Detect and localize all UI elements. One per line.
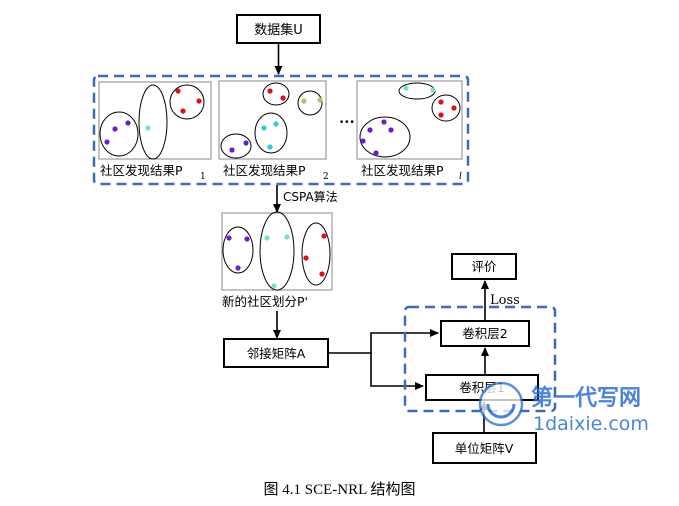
unit-matrix-label: 单位矩阵V <box>455 441 514 456</box>
conv-layer-2-node: 卷积层2 <box>440 320 530 347</box>
watermark-logo: 第一代写网 1daixie.com <box>478 381 649 435</box>
community-result-panel-2: 社区发现结果P 2 <box>218 80 329 182</box>
panel-1-label: 社区发现结果P <box>100 163 183 178</box>
panel-3-subscript: l <box>459 172 462 182</box>
dataset-label: 数据集U <box>254 22 303 38</box>
community-result-panel-3: 社区发现结果P l <box>356 80 463 182</box>
panel-2-label: 社区发现结果P <box>223 163 306 178</box>
community-results-group <box>92 74 470 186</box>
new-partition-panel <box>221 211 333 291</box>
evaluation-node: 评价 <box>451 253 517 280</box>
adjacency-label: 邻接矩阵A <box>247 346 306 361</box>
unit-matrix-node: 单位矩阵V <box>432 432 537 464</box>
community-result-panel-1: 社区发现结果P 1 <box>98 81 212 182</box>
dataset-node: 数据集U <box>236 14 321 44</box>
evaluation-label: 评价 <box>471 259 497 274</box>
panel-3-label: 社区发现结果P <box>361 163 444 178</box>
loss-label: Loss <box>490 293 520 308</box>
conv2-label: 卷积层2 <box>462 326 507 341</box>
watermark-url: 1daixie.com <box>533 413 649 435</box>
watermark-brand: 第一代写网 <box>531 385 641 411</box>
arrow-adjacency-to-conv2 <box>328 329 439 354</box>
panel-1-subscript: 1 <box>200 172 206 182</box>
arrow-adjacency-to-conv1 <box>370 353 424 390</box>
figure-caption: 图 4.1 SCE-NRL 结构图 <box>263 482 416 498</box>
adjacency-node: 邻接矩阵A <box>223 338 329 368</box>
new-partition-label: 新的社区划分P' <box>222 294 308 309</box>
panel-ellipsis: ··· <box>339 113 355 131</box>
cspa-label: CSPA算法 <box>283 189 338 204</box>
panel-2-subscript: 2 <box>323 172 329 182</box>
